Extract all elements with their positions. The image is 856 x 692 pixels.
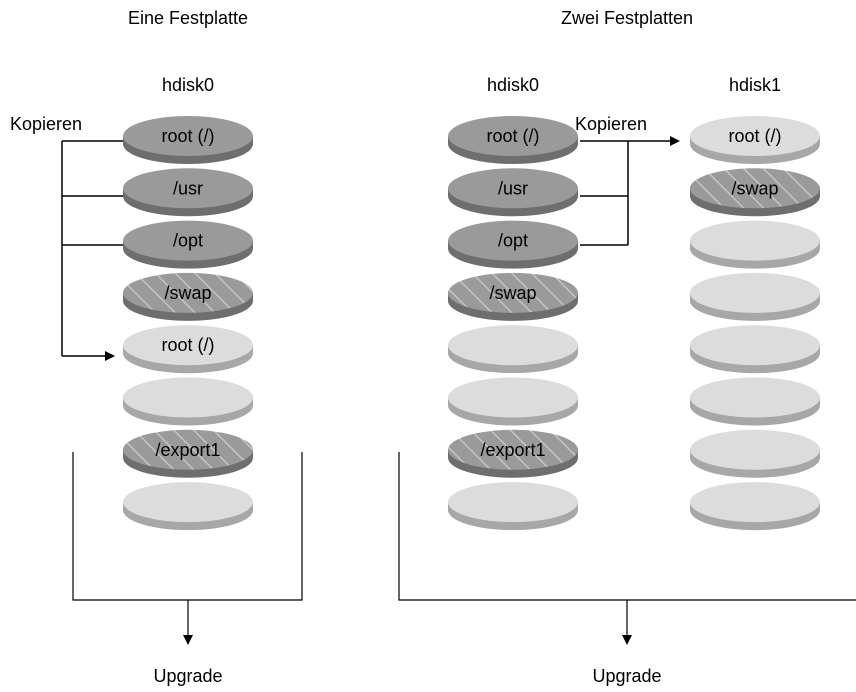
slice-top <box>123 377 253 418</box>
two-hdisk1-slice-6 <box>690 429 820 478</box>
slice-top <box>448 429 578 470</box>
two-hdisk1-slice-5 <box>690 377 820 426</box>
slice-top <box>123 272 253 313</box>
single-hdisk0-slice-6: /export1 <box>123 429 253 478</box>
slice-top <box>123 482 253 523</box>
slice-top <box>448 377 578 418</box>
slice-label: /usr <box>173 178 203 198</box>
copy-connector-two <box>580 136 680 246</box>
two-hdisk0-slice-5 <box>448 377 578 426</box>
slice-top <box>123 220 253 261</box>
slice-top <box>690 429 820 470</box>
upgrade-label-single: Upgrade <box>153 666 222 686</box>
slice-top <box>123 168 253 209</box>
single-hdisk0-slice-5 <box>123 377 253 426</box>
disk-label-single-hdisk0: hdisk0 <box>162 75 214 95</box>
upgrade-label-two: Upgrade <box>592 666 661 686</box>
slice-label: /opt <box>498 231 528 251</box>
slice-label: /swap <box>489 283 536 303</box>
slice-top <box>123 325 253 366</box>
disk-stack-two-hdisk0: root (/) /usr/opt/swap/export1 <box>448 116 578 531</box>
two-hdisk1-slice-0: root (/) <box>690 116 820 164</box>
disk-stack-two-hdisk1: root (/) /swap <box>690 116 820 531</box>
slice-label: /swap <box>164 283 211 303</box>
two-hdisk1-slice-4 <box>690 325 820 374</box>
two-hdisk1-slice-2 <box>690 220 820 269</box>
single-hdisk0-slice-3: /swap <box>123 272 253 321</box>
two-hdisk0-slice-2: /opt <box>448 220 578 269</box>
two-hdisk1-slice-1: /swap <box>690 168 820 217</box>
slice-top <box>690 116 820 156</box>
single-hdisk0-slice-4: root (/) <box>123 325 253 374</box>
slice-label: /export1 <box>155 440 220 460</box>
two-hdisk0-slice-1: /usr <box>448 168 578 217</box>
slice-label: root (/) <box>728 126 781 146</box>
two-hdisk0-slice-6: /export1 <box>448 429 578 478</box>
slice-top <box>690 325 820 366</box>
copy-connector-single <box>61 140 123 361</box>
two-hdisk0-slice-0: root (/) <box>448 116 578 164</box>
slice-label: root (/) <box>161 126 214 146</box>
slice-top <box>123 429 253 470</box>
slice-label: /export1 <box>480 440 545 460</box>
two-hdisk0-slice-3: /swap <box>448 272 578 321</box>
slice-top <box>690 377 820 418</box>
disk-label-two-hdisk0: hdisk0 <box>487 75 539 95</box>
slice-label: /usr <box>498 178 528 198</box>
upgrade-bracket-two <box>398 452 856 645</box>
slice-label: /swap <box>731 178 778 198</box>
slice-label: root (/) <box>486 126 539 146</box>
two-hdisk1-slice-3 <box>690 272 820 321</box>
slice-label: root (/) <box>161 335 214 355</box>
slice-top <box>448 168 578 209</box>
slice-top <box>448 272 578 313</box>
panel-title-single: Eine Festplatte <box>128 8 248 28</box>
disk-stack-single-hdisk0: root (/) /usr/opt/swap root (/) /export1 <box>123 116 253 531</box>
slice-top <box>448 325 578 366</box>
slice-top <box>690 220 820 261</box>
single-hdisk0-slice-7 <box>123 482 253 531</box>
slice-top <box>448 482 578 523</box>
slice-top <box>448 220 578 261</box>
single-hdisk0-slice-1: /usr <box>123 168 253 217</box>
disk-label-two-hdisk1: hdisk1 <box>729 75 781 95</box>
slice-top <box>690 168 820 209</box>
slice-top <box>690 482 820 523</box>
single-hdisk0-slice-0: root (/) <box>123 116 253 164</box>
slice-top <box>690 272 820 313</box>
upgrade-bracket-single <box>72 452 303 645</box>
slice-top <box>123 116 253 156</box>
two-hdisk0-slice-7 <box>448 482 578 531</box>
slice-label: /opt <box>173 231 203 251</box>
single-hdisk0-slice-2: /opt <box>123 220 253 269</box>
copy-label-single: Kopieren <box>10 114 82 134</box>
slice-top <box>448 116 578 156</box>
copy-label-two: Kopieren <box>575 114 647 134</box>
panel-title-two: Zwei Festplatten <box>561 8 693 28</box>
two-hdisk1-slice-7 <box>690 482 820 531</box>
two-hdisk0-slice-4 <box>448 325 578 374</box>
